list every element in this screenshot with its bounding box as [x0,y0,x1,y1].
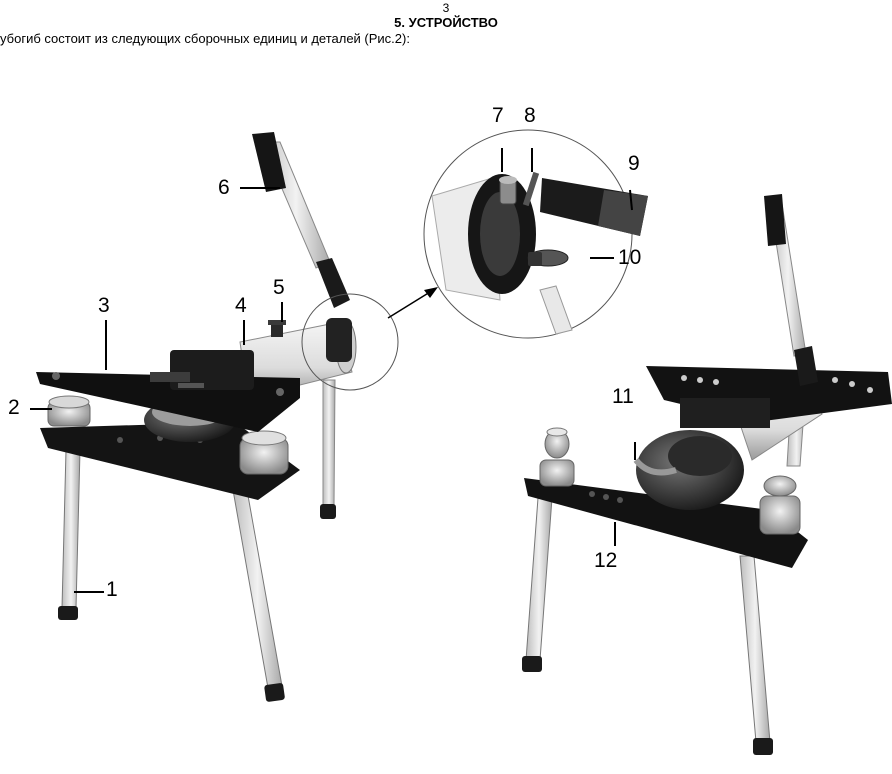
callout-1: 1 [106,578,118,601]
intro-text: убогиб состоит из следующих сборочных ед… [0,31,410,46]
callout-4: 4 [235,294,247,317]
section-title: 5. УСТРОЙСТВО [394,15,498,30]
callout-9: 9 [628,152,640,175]
left-assembly [36,132,357,702]
callout-8: 8 [524,104,536,127]
callout-11: 11 [612,385,634,408]
callout-3: 3 [98,294,110,317]
callout-2: 2 [8,396,20,419]
callout-7: 7 [492,104,504,127]
callout-5: 5 [273,276,285,299]
right-left-roller [539,427,575,487]
callout-6: 6 [218,176,230,199]
right-roller [239,430,289,475]
right-assembly [522,194,892,755]
callout-12: 12 [594,549,618,572]
page-number: 3 [442,1,450,15]
callout-10: 10 [618,246,642,269]
pipe-bender-illustration [30,129,892,755]
pipe-bender-figure: 1 2 3 4 5 6 7 8 9 10 11 12 [0,90,892,769]
left-roller [47,395,91,427]
zoom-detail [431,171,648,335]
leader-lines [30,148,636,593]
right-right-roller [759,475,801,535]
